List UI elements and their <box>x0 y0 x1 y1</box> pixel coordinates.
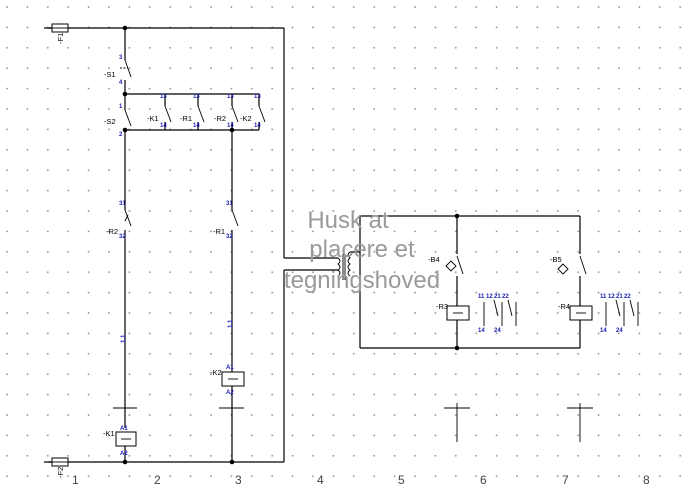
fuse-f1-label: -F1 <box>56 33 65 44</box>
switch-s2-label: -S2 <box>104 117 116 126</box>
switch-s2-pin-a: 1 <box>119 104 123 110</box>
coil-k1[interactable]: -K1 A1 A2 <box>103 426 137 457</box>
relay-r3-label: -R3 <box>436 302 448 311</box>
column-number: 8 <box>643 473 650 485</box>
svg-text:1.1: 1.1 <box>121 334 127 343</box>
sensor-b5-label: -B5 <box>550 255 562 264</box>
coil-k2-pin-a: A1 <box>226 365 234 371</box>
svg-text:14: 14 <box>478 328 485 334</box>
svg-text:21: 21 <box>494 294 501 300</box>
contact-r2-label: -R2 <box>214 114 226 123</box>
contact-k1-pin-b: 14 <box>160 123 167 129</box>
svg-text:11: 11 <box>600 294 607 300</box>
contact-r1-13-14[interactable]: -R1 13 14 <box>180 94 205 129</box>
column-number: 6 <box>480 473 487 485</box>
contact-r1-series-label: -R1 <box>213 227 225 236</box>
column-number: 5 <box>398 473 405 485</box>
contact-k2-pin-a: 13 <box>254 94 261 100</box>
svg-text:1.1: 1.1 <box>228 319 234 328</box>
sensor-b4-label: -B4 <box>428 255 440 264</box>
svg-text:24: 24 <box>494 328 501 334</box>
note-line-2: placere et <box>309 236 415 263</box>
contact-r2-pin-b: 14 <box>227 123 234 129</box>
column-number: 2 <box>154 473 161 485</box>
contact-r1-pin-a: 13 <box>193 94 200 100</box>
fuse-f2[interactable]: -F2 <box>44 457 69 478</box>
switch-s1-label: -S1 <box>104 70 116 79</box>
contact-r2-13-14[interactable]: -R2 13 14 <box>214 94 239 129</box>
switch-s1-pin-a: 3 <box>119 55 123 61</box>
fuse-f1[interactable]: -F1 <box>44 23 69 44</box>
secondary-wiring <box>350 213 581 351</box>
column-number: 3 <box>235 473 242 485</box>
switch-s1[interactable]: -S1 3 4 <box>104 55 132 86</box>
coil-k2-label: -K2 <box>210 368 222 377</box>
relay-r4-contacts: 11 12 14 21 22 24 <box>600 294 639 334</box>
coil-k2[interactable]: -K2 A1 A2 <box>210 365 245 396</box>
contact-k1-13-14[interactable]: -K1 13 14 <box>147 94 172 129</box>
coil-k1-label: -K1 <box>103 429 115 438</box>
reminder-note: Husk at placere et tegningshoved <box>284 207 440 294</box>
relay-r3-contacts: 11 12 14 21 22 24 <box>478 294 517 334</box>
transformer[interactable] <box>337 251 351 280</box>
contact-r1-series-pin-a: 31 <box>226 201 233 207</box>
contact-r1-31-32[interactable]: -R1 31 32 <box>213 201 239 240</box>
relay-r4-label: -R4 <box>558 302 570 311</box>
contact-r1-label: -R1 <box>180 114 192 123</box>
column-number: 7 <box>562 473 569 485</box>
contact-r1-series-pin-b: 32 <box>226 234 233 240</box>
contact-k1-pin-a: 13 <box>160 94 167 100</box>
relay-r3[interactable]: -R3 11 12 14 21 22 24 <box>436 294 517 334</box>
sensor-b4[interactable]: -B4 <box>428 255 464 275</box>
fuse-f2-label: -F2 <box>56 467 65 478</box>
contact-r2-series-pin-b: 32 <box>119 234 126 240</box>
contact-k1-label: -K1 <box>147 114 159 123</box>
svg-text:12: 12 <box>608 294 615 300</box>
svg-text:22: 22 <box>624 294 631 300</box>
contact-k2-13-14[interactable]: -K2 13 14 <box>240 94 266 129</box>
contact-k2-pin-b: 14 <box>254 123 261 129</box>
svg-text:11: 11 <box>478 294 485 300</box>
svg-text:21: 21 <box>616 294 623 300</box>
svg-text:22: 22 <box>502 294 509 300</box>
switch-s2[interactable]: -S2 1 2 <box>104 104 132 138</box>
column-number: 1 <box>72 473 79 485</box>
column-number: 4 <box>317 473 324 485</box>
contact-r2-series-label: -R2 <box>106 227 118 236</box>
coil-k2-pin-b: A2 <box>226 390 234 396</box>
note-line-1: Husk at <box>307 207 389 234</box>
switch-s2-pin-b: 2 <box>119 132 123 138</box>
contact-r1-pin-b: 14 <box>193 123 200 129</box>
svg-text:24: 24 <box>616 328 623 334</box>
contact-r2-series-pin-a: 31 <box>119 201 126 207</box>
coil-k1-pin-b: A2 <box>120 451 128 457</box>
coil-k1-pin-a: A1 <box>120 426 128 432</box>
note-line-3: tegningshoved <box>284 267 440 294</box>
column-numbers: 1 2 3 4 5 6 7 8 <box>72 473 650 485</box>
contact-r2-pin-a: 13 <box>227 94 234 100</box>
contact-r2-31-32[interactable]: -R2 31 32 <box>106 201 132 240</box>
svg-text:14: 14 <box>600 328 607 334</box>
contact-k2-label: -K2 <box>240 114 252 123</box>
main-wiring <box>48 25 338 465</box>
crossref-markers: 1.1 1.1 <box>113 319 593 442</box>
svg-text:12: 12 <box>486 294 493 300</box>
switch-s1-pin-b: 4 <box>119 80 123 86</box>
sensor-b5[interactable]: -B5 <box>550 255 587 275</box>
relay-r4[interactable]: -R4 11 12 14 21 22 24 <box>558 294 639 334</box>
